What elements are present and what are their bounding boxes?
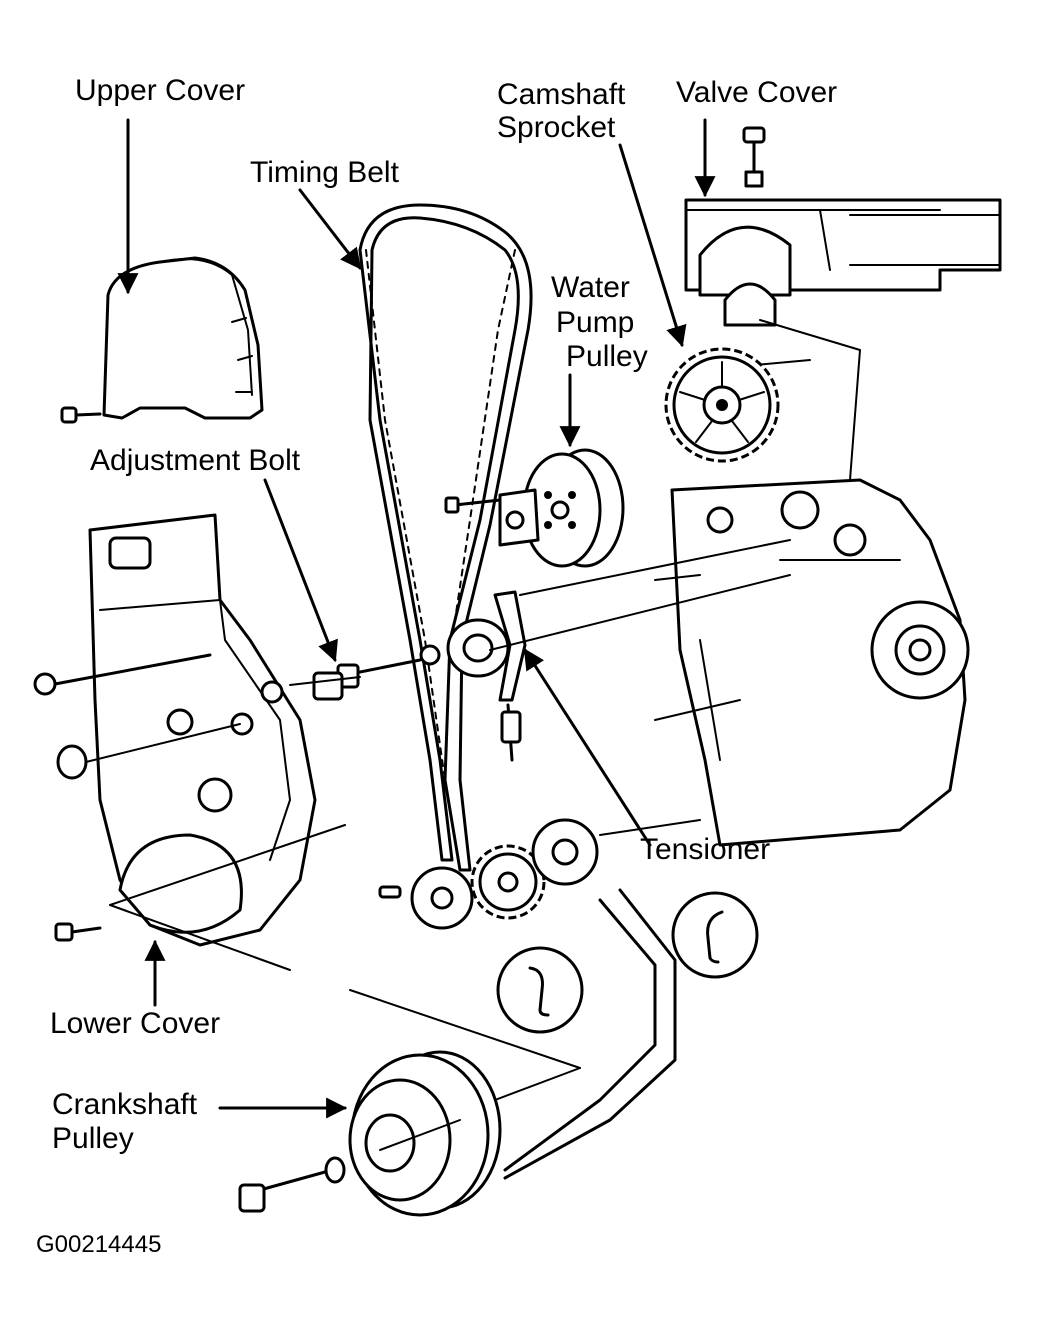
water-pump-pulley-part xyxy=(444,448,625,568)
arrow-adjustment-bolt xyxy=(263,478,338,662)
drive-belt-part xyxy=(503,888,677,1180)
camshaft-sprocket-part xyxy=(664,347,780,463)
arrow-tensioner xyxy=(523,648,652,847)
label-tensioner: Tensioner xyxy=(640,833,771,866)
label-camshaft-sprocket-line2: Sprocket xyxy=(497,111,616,144)
crankshaft-pulley-part xyxy=(238,1050,502,1217)
label-water-pump-pulley-line1: Water xyxy=(551,271,630,304)
guide-lines xyxy=(109,539,791,1151)
timing-belt-part xyxy=(358,203,533,872)
label-water-pump-pulley-line3: Pulley xyxy=(566,340,648,373)
label-crankshaft-pulley-line2: Pulley xyxy=(52,1122,134,1155)
lower-cover-part xyxy=(33,513,317,947)
label-upper-cover: Upper Cover xyxy=(75,74,246,107)
engine-block-part xyxy=(670,126,1002,847)
arrow-camshaft-sprocket xyxy=(618,143,687,348)
figure-code: G00214445 xyxy=(36,1231,162,1258)
label-lower-cover: Lower Cover xyxy=(50,1007,221,1040)
detail-circles xyxy=(496,891,759,1034)
arrow-timing-belt xyxy=(298,188,362,270)
label-crankshaft-pulley-line1: Crankshaft xyxy=(52,1088,198,1121)
label-valve-cover: Valve Cover xyxy=(676,76,838,109)
label-adjustment-bolt: Adjustment Bolt xyxy=(90,444,301,477)
crankshaft-sprocket-part xyxy=(378,818,599,930)
label-camshaft-sprocket-line1: Camshaft xyxy=(497,78,626,111)
leader-arrows xyxy=(117,118,716,1119)
label-water-pump-pulley-line2: Pump xyxy=(556,306,635,339)
label-timing-belt: Timing Belt xyxy=(250,156,399,189)
upper-cover-part xyxy=(60,256,264,424)
